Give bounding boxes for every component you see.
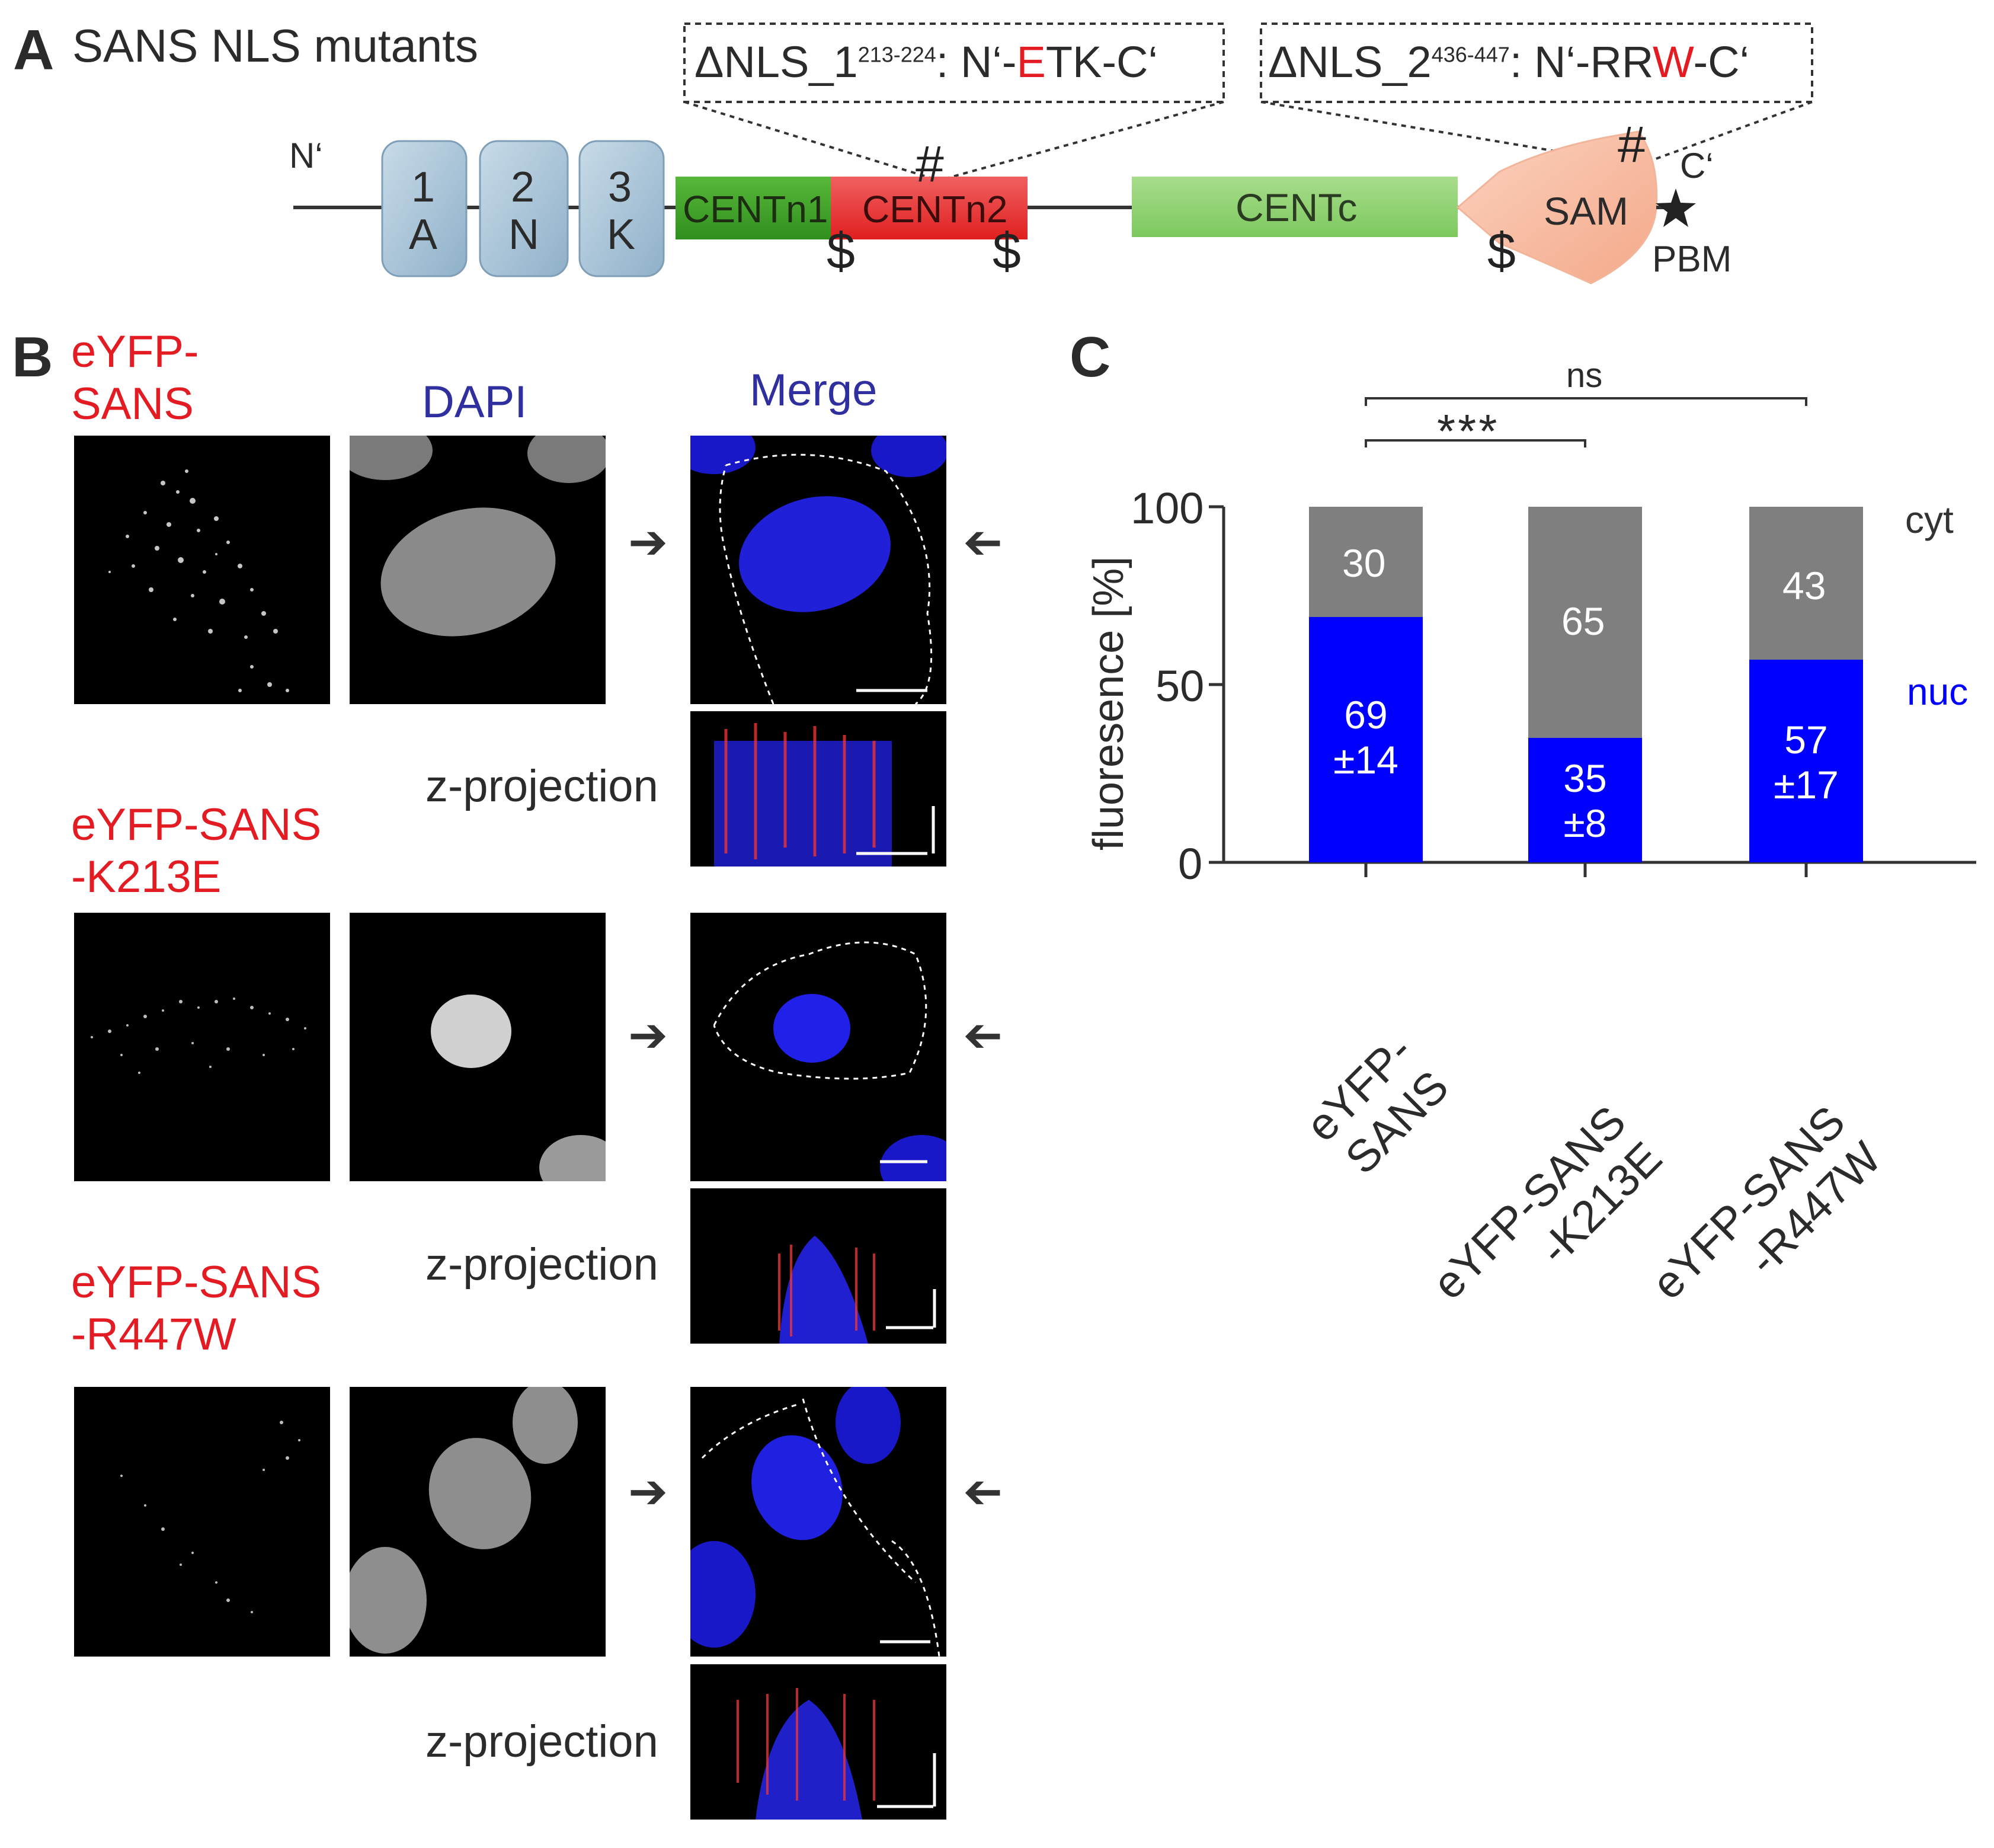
arrow-right-icon-row3: ➔ <box>628 1465 668 1518</box>
row-label-k213e: eYFP-SANS -K213E <box>71 800 322 902</box>
bar-nuc-2 <box>1528 738 1642 862</box>
c-terminus-label: C‘ <box>1680 146 1714 186</box>
ank-3-letter: K <box>607 211 636 258</box>
nuc-value-3: 57±17 <box>1774 718 1839 807</box>
ank-repeat-1 <box>381 140 468 277</box>
col-head-merge: Merge <box>750 365 878 415</box>
zproj-label-row2: z-projection <box>425 1239 658 1290</box>
col-head-eyfp: eYFP- SANS <box>71 327 199 429</box>
x-ticks <box>1364 862 1808 877</box>
arrow-right-icon-row1: ➔ <box>628 516 668 568</box>
image-eyfp-sans <box>74 436 330 704</box>
panel-a-title: SANS NLS mutants <box>72 20 478 72</box>
image-merge-row1 <box>690 436 946 704</box>
centn2-domain <box>831 177 1028 239</box>
bar-cyt-1 <box>1309 507 1423 617</box>
nuc-value-1: 69±14 <box>1333 693 1398 782</box>
ank-repeat-2 <box>479 140 569 277</box>
zproj-label-row1: z-projection <box>425 761 658 811</box>
image-eyfp-k213e <box>74 913 330 1181</box>
image-dapi-row3 <box>350 1387 606 1657</box>
centn2-label: CENTn2 <box>862 188 1008 231</box>
ank-2-letter: N <box>508 211 539 258</box>
ank-2-num: 2 <box>511 164 535 211</box>
bar-nuc-3 <box>1749 660 1863 862</box>
sam-label: SAM <box>1544 189 1629 233</box>
centc-domain <box>1132 177 1458 237</box>
image-dapi-row2 <box>350 913 606 1181</box>
ank-1-letter: A <box>409 211 438 258</box>
n-terminus-label: N‘ <box>289 136 323 175</box>
centn1-domain <box>676 177 831 239</box>
y-tick-100: 100 <box>1131 484 1204 533</box>
nls2-text: ΔNLS_2436-447: N‘-RRW-C‘ <box>1268 37 1750 87</box>
hash-marker-nls2: # <box>1618 116 1646 173</box>
pbm-label: PBM <box>1652 239 1732 280</box>
panel-a-letter: A <box>13 18 55 82</box>
y-tick-0: 0 <box>1178 839 1203 888</box>
sig-bracket-stars <box>1365 439 1586 447</box>
cyt-value-1: 30 <box>1342 541 1386 585</box>
col-head-dapi: DAPI <box>422 377 527 427</box>
dollar-marker-1: $ <box>827 223 855 280</box>
ank-3-num: 3 <box>608 164 632 211</box>
ank-repeat-3 <box>578 140 665 277</box>
bar-nuc-1 <box>1309 617 1423 862</box>
sig-label-ns: ns <box>1566 356 1603 395</box>
legend-nuc: nuc <box>1907 670 1969 713</box>
legend-cyt: cyt <box>1905 498 1954 541</box>
sig-label-stars: *** <box>1437 405 1500 458</box>
nls1-box <box>683 23 1225 103</box>
nls1-text: ΔNLS_1213-224: N‘-ETK-C‘ <box>694 37 1158 87</box>
panel-b-letter: B <box>12 325 53 389</box>
image-zproj-row2 <box>690 1188 946 1344</box>
dollar-marker-2: $ <box>993 223 1021 280</box>
sig-bracket-ns <box>1365 397 1807 406</box>
bar-cyt-3 <box>1749 507 1863 660</box>
y-tick-50: 50 <box>1156 661 1205 711</box>
image-zproj-row1 <box>690 711 946 867</box>
hash-marker-nls1: # <box>916 136 944 193</box>
image-eyfp-r447w <box>74 1387 330 1657</box>
cyt-value-2: 65 <box>1561 599 1605 643</box>
centn1-label: CENTn1 <box>683 188 828 231</box>
image-dapi-row1 <box>350 436 606 704</box>
bar-cyt-2 <box>1528 507 1642 738</box>
y-axis-label: fluoresence [%] <box>1085 556 1132 851</box>
ank-1-num: 1 <box>411 164 436 211</box>
image-merge-row2 <box>690 913 946 1181</box>
dollar-marker-3: $ <box>1487 223 1516 280</box>
nuc-value-2: 35±8 <box>1563 756 1607 845</box>
y-ticks <box>1209 505 1224 864</box>
cyt-value-3: 43 <box>1782 564 1826 608</box>
panel-c-letter: C <box>1070 325 1111 389</box>
pbm-star-icon <box>1656 188 1696 227</box>
row-label-r447w: eYFP-SANS -R447W <box>71 1257 322 1360</box>
image-merge-row3 <box>690 1387 946 1657</box>
image-zproj-row3 <box>690 1664 946 1820</box>
domain-diagram <box>293 23 1813 284</box>
zproj-label-row3: z-projection <box>425 1716 658 1767</box>
arrow-right-icon-row2: ➔ <box>628 1009 668 1062</box>
centc-label: CENTc <box>1236 186 1358 229</box>
nls2-box <box>1260 23 1813 103</box>
